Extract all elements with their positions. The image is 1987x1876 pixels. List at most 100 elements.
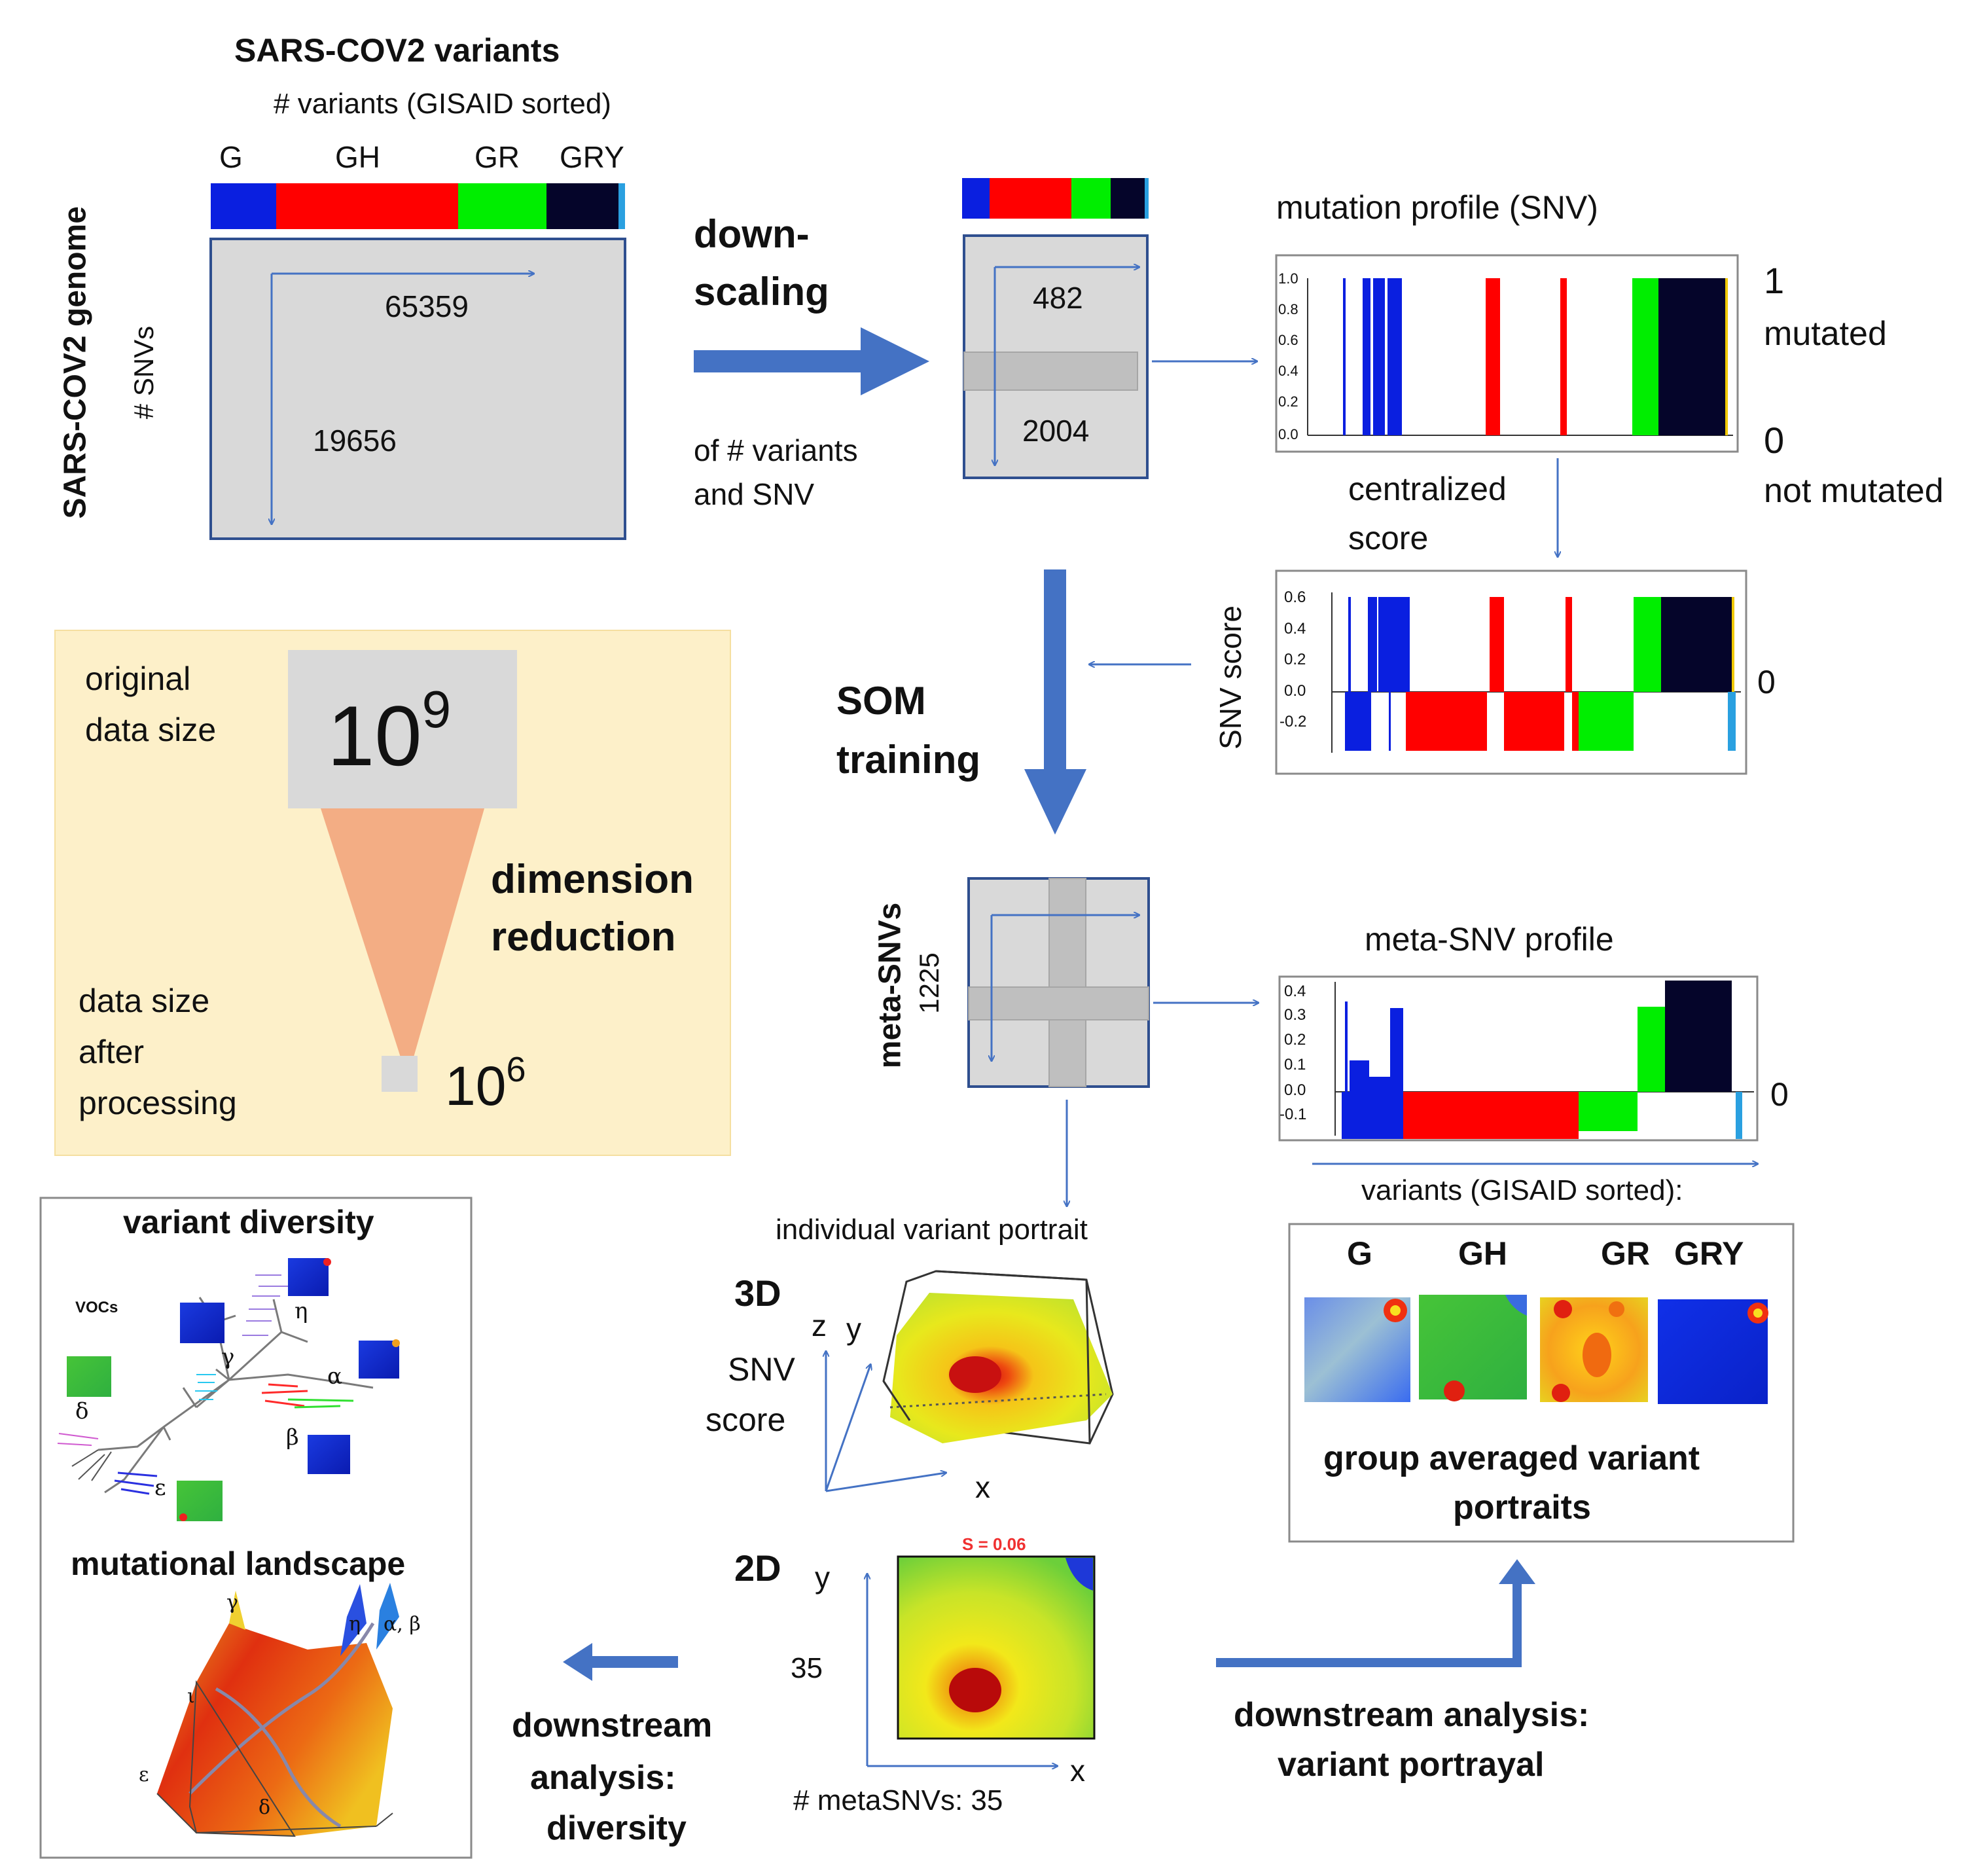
snv-score-axis-label: SNV score (1213, 605, 1247, 749)
label-2d: 2D (734, 1547, 781, 1589)
meta-snvs-count: 1225 (914, 952, 944, 1014)
meta-bars (1342, 981, 1742, 1139)
mutational-landscape (156, 1583, 399, 1837)
ss-ytick-4: 0.0 (1284, 682, 1306, 700)
land-epsilon: ε (139, 1763, 149, 1786)
meta-ytick-1: 0.4 (1284, 983, 1306, 1000)
group-caption-2: portraits (1453, 1488, 1591, 1526)
group-portrait-g (1304, 1297, 1410, 1402)
not-mutated-label: not mutated (1764, 472, 1944, 510)
score-bars (1345, 597, 1736, 751)
meta-ytick-2: 0.3 (1284, 1006, 1306, 1024)
mutated-label: mutated (1764, 315, 1887, 353)
dimension-title-1: dimension (491, 857, 694, 902)
tree-gamma: γ (221, 1344, 235, 1370)
axis-y-2d: y (815, 1560, 830, 1595)
original-size-value: 109 (327, 680, 452, 784)
phylo-tree (57, 1274, 374, 1495)
gp-label-g: G (1347, 1235, 1372, 1272)
axis-y-3d: y (846, 1312, 861, 1346)
downstream-port-2: variant portrayal (1278, 1746, 1545, 1784)
meta-xaxis-label: variants (GISAID sorted): (1361, 1174, 1683, 1206)
som-title-2: training (836, 738, 980, 782)
variants-subtitle: # variants (GISAID sorted) (274, 88, 611, 120)
mp-ytick-6: 0.0 (1278, 426, 1298, 442)
variants-title: SARS-COV2 variants (234, 32, 560, 69)
axis-x-3d: x (975, 1470, 990, 1504)
genome-label: SARS-COV2 genome (58, 206, 93, 519)
group-portrait-gh (1419, 1295, 1527, 1401)
meta-ytick-4: 0.1 (1284, 1056, 1306, 1073)
mp-ytick-2: 0.8 (1278, 301, 1298, 317)
vocs-label: VOCs (75, 1299, 118, 1316)
land-gamma: γ (226, 1591, 238, 1614)
mp-ytick-5: 0.2 (1278, 393, 1298, 410)
processed-size-box (382, 1056, 418, 1092)
meta-ytick-5: 0.0 (1284, 1081, 1306, 1099)
original-size-label-1: original (85, 660, 191, 697)
downscaling-sub-1: of # variants (694, 433, 858, 467)
meta-profile-title: meta-SNV profile (1365, 921, 1614, 958)
snv-score-label-1: SNV (728, 1351, 795, 1388)
after-size-label-2: after (79, 1034, 145, 1070)
small-color-bar (962, 178, 1149, 219)
diversity-title: variant diversity (123, 1204, 374, 1240)
meta-ytick-3: 0.2 (1284, 1031, 1306, 1049)
portrait-3d (882, 1270, 1114, 1445)
portrait-title: individual variant portrait (776, 1214, 1088, 1246)
downscaled-snvs: 2004 (1022, 414, 1090, 448)
n-variants-value: 65359 (385, 289, 469, 323)
axis-x-2d: x (1070, 1754, 1085, 1788)
label-3d: 3D (734, 1272, 781, 1314)
s-value: S = 0.06 (962, 1534, 1026, 1554)
land-iota: ι (187, 1685, 195, 1708)
downscaling-arrow (694, 327, 929, 395)
snv-matrix (209, 238, 626, 540)
portrayal-arrow (1216, 1559, 1535, 1667)
ss-ytick-1: 0.6 (1284, 588, 1306, 606)
group-portrait-gr (1540, 1297, 1648, 1402)
ss-ytick-3: 0.2 (1284, 651, 1306, 668)
snv-score-label-2: score (706, 1401, 786, 1438)
processed-size-value: 106 (445, 1050, 526, 1117)
land-eta: η (349, 1613, 361, 1636)
ss-ytick-2: 0.4 (1284, 620, 1306, 638)
mp-ytick-1: 1.0 (1278, 270, 1298, 287)
mutation-profile-title: mutation profile (SNV) (1276, 189, 1598, 226)
downstream-port-1: downstream analysis: (1234, 1696, 1590, 1734)
downscaling-title-1: down- (694, 212, 810, 256)
mp-ytick-3: 0.6 (1278, 332, 1298, 348)
original-size-box (288, 650, 517, 808)
tree-eta: η (295, 1298, 308, 1324)
downscaling-title-2: scaling (694, 270, 829, 314)
centralized-label-2: score (1348, 520, 1429, 556)
group-caption-1: group averaged variant (1323, 1439, 1700, 1477)
mini-portraits (67, 1258, 400, 1521)
downstream-div-3: diversity (546, 1809, 687, 1847)
gp-label-gry: GRY (1674, 1235, 1744, 1272)
downscaled-variants: 482 (1033, 281, 1083, 315)
snvs-axis-label: # SNVs (128, 325, 159, 420)
group-label-g: G (219, 140, 243, 174)
group-label-gh: GH (335, 140, 380, 174)
mutation-bars (1343, 278, 1728, 435)
som-title-1: SOM (836, 679, 926, 723)
ss-zero-label: 0 (1757, 664, 1776, 700)
land-alpha-beta: α, β (384, 1613, 421, 1636)
reduction-cone (321, 808, 484, 1057)
tree-epsilon: ε (154, 1475, 166, 1501)
downstream-div-1: downstream (512, 1706, 713, 1744)
variant-color-bar (211, 183, 625, 229)
not-mutated-value: 0 (1764, 420, 1785, 461)
downstream-div-2: analysis: (530, 1759, 676, 1797)
meta-snvs-count-label: # metaSNVs: 35 (793, 1784, 1003, 1816)
tree-beta: β (286, 1424, 299, 1451)
gp-label-gh: GH (1458, 1235, 1507, 1272)
axis-z: z (812, 1308, 827, 1343)
landscape-title: mutational landscape (71, 1545, 406, 1582)
group-label-gr: GR (474, 140, 520, 174)
ss-ytick-5: -0.2 (1280, 713, 1307, 731)
group-portrait-gry (1658, 1299, 1768, 1404)
meta-zero-label: 0 (1770, 1076, 1789, 1113)
gp-label-gr: GR (1601, 1235, 1650, 1272)
